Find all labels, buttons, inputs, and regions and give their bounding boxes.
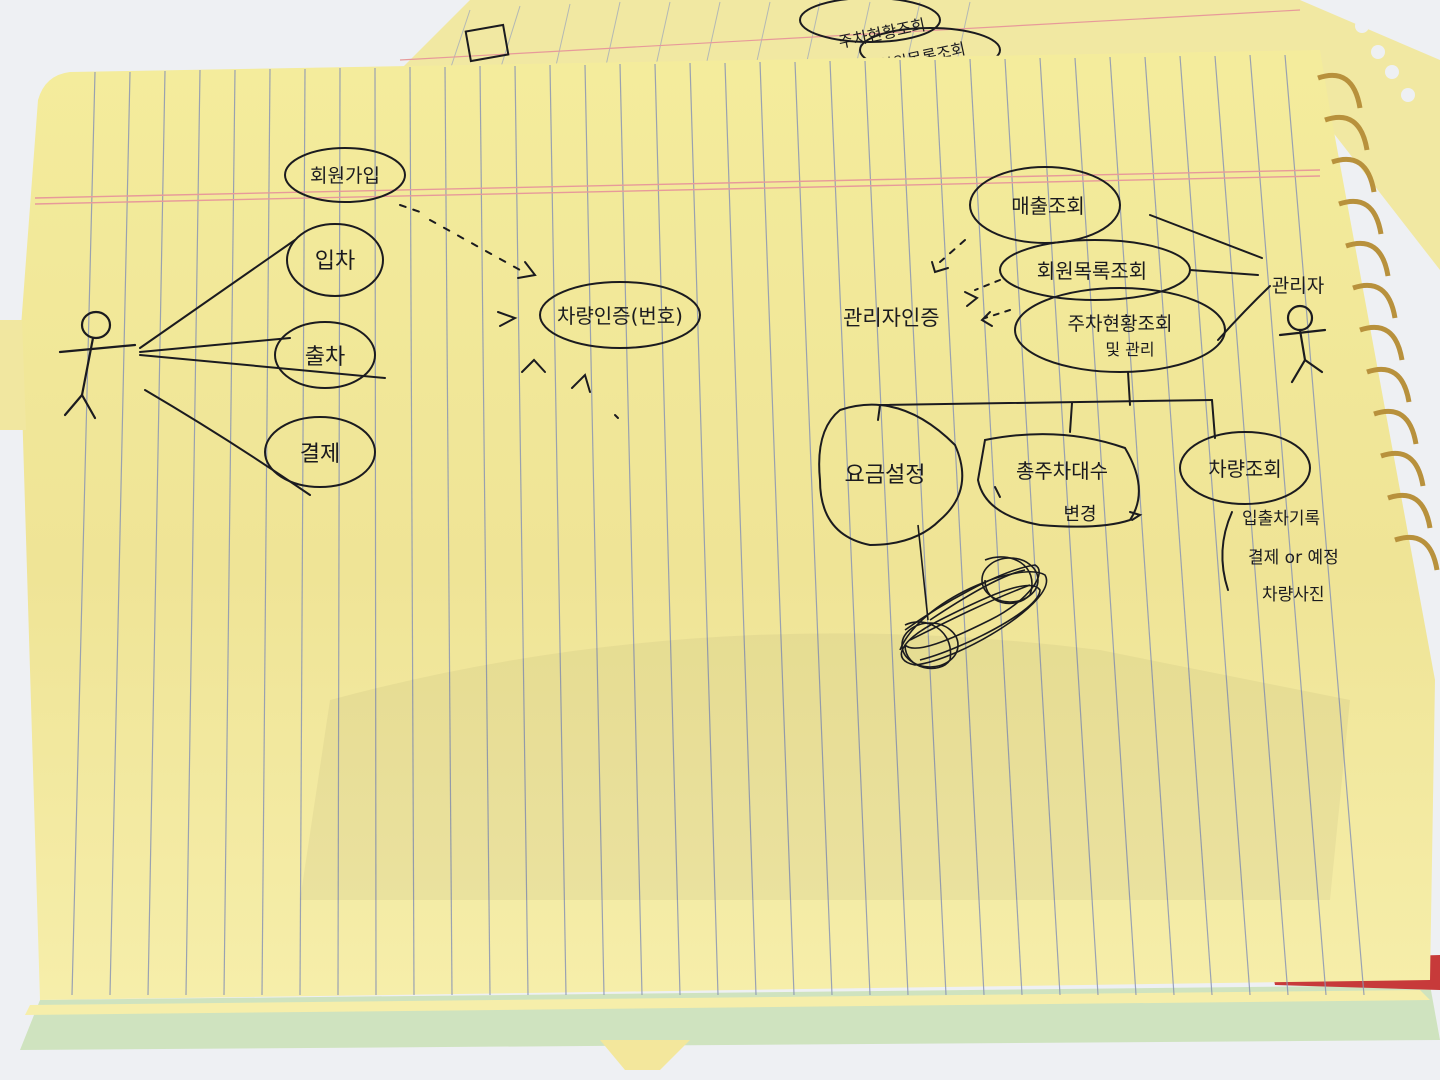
admin-association-lines	[1149, 214, 1271, 341]
total-spaces-label: 총주차대수	[1016, 459, 1108, 483]
members-ellipse	[999, 239, 1191, 301]
members-label: 회원목록조회	[1037, 259, 1147, 283]
admin-actor-label: 관리자	[1272, 275, 1324, 297]
include-arrows-right	[931, 239, 1011, 327]
parking-status-ellipse	[1014, 287, 1226, 373]
admin-actor	[1278, 304, 1327, 384]
signup-label: 회원가입	[310, 165, 380, 187]
include-arrows-left	[399, 204, 619, 419]
total-spaces-blob	[976, 433, 1140, 528]
admin-use-cases	[818, 166, 1311, 547]
vehicle-lookup-label: 차량조회	[1208, 457, 1282, 481]
user-actor	[58, 310, 137, 420]
signup-ellipse	[284, 147, 406, 203]
vehicle-lookup-ellipse	[1179, 431, 1311, 505]
vehicle-note-1: 입출차기록	[1242, 509, 1320, 529]
sales-label: 매출조회	[1011, 194, 1085, 218]
scribble-mark	[899, 524, 1048, 670]
sales-ellipse	[969, 166, 1121, 244]
main-sheet	[0, 50, 1435, 1000]
left-use-cases	[264, 147, 701, 488]
fee-setting-label: 요금설정	[845, 463, 926, 488]
vehicle-note-3: 차량사진	[1262, 585, 1325, 605]
parking-status-label-2: 및 관리	[1105, 340, 1154, 359]
vehicle-note-2: 결제 or 예정	[1248, 548, 1339, 568]
vehicle-lookup-bracket	[1221, 511, 1233, 591]
vehicle-auth-ellipse	[539, 281, 701, 349]
admin-auth-label: 관리자인증	[843, 306, 940, 330]
parking-status-label: 주차현황조회	[1068, 313, 1173, 335]
payment-ellipse	[264, 416, 376, 488]
entry-ellipse	[286, 223, 384, 297]
spiral-binding	[1317, 72, 1440, 571]
exit-ellipse	[274, 321, 376, 389]
total-spaces-label-2: 변경	[1063, 504, 1096, 525]
vehicle-auth-label: 차량인증(번호)	[557, 304, 683, 328]
fee-setting-blob	[818, 403, 964, 547]
payment-label: 결제	[300, 442, 340, 467]
exit-label: 출차	[305, 345, 345, 370]
subcase-tree	[877, 371, 1216, 521]
entry-label: 입차	[315, 249, 355, 274]
